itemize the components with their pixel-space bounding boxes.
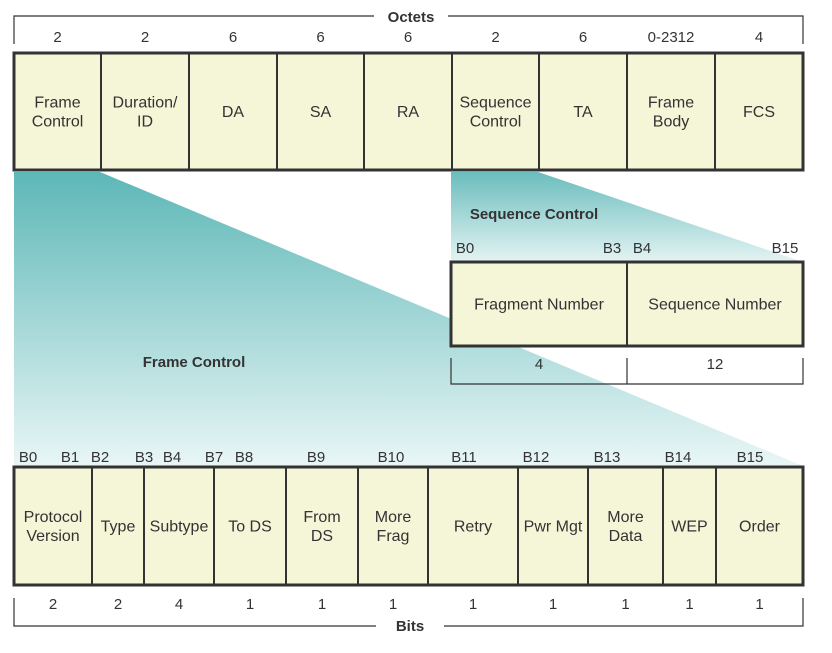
sequence-control-size-bracket bbox=[450, 358, 804, 385]
frame-control-bit-label: B3 bbox=[135, 449, 153, 466]
frame-control-field-type: Type bbox=[101, 519, 136, 536]
frame-control-bit-label: B14 bbox=[665, 449, 692, 466]
frame-row-border bbox=[12, 51, 805, 172]
octet-size-label: 6 bbox=[579, 29, 587, 46]
frame-control-size-label: 1 bbox=[755, 596, 763, 613]
frame-control-bit-label: B7 bbox=[205, 449, 223, 466]
frame-row-background bbox=[14, 53, 803, 170]
frame-control-bit-label: B8 bbox=[235, 449, 253, 466]
sequence-control-field-fragment-number: Fragment Number bbox=[474, 297, 604, 314]
sequence-control-fields: Fragment Number Sequence Number bbox=[449, 260, 805, 348]
bits-footer: Bits bbox=[13, 598, 804, 635]
frame-control-expansion-fan bbox=[14, 172, 803, 466]
sequence-control-bit-label: B4 bbox=[633, 240, 651, 257]
frame-control-bit-label: B12 bbox=[523, 449, 550, 466]
frame-control-field-to-ds: To DS bbox=[228, 519, 272, 536]
frame-control-bit-labels: B0 B1 B2 B3 B4 B7 B8 B9 B10 B11 B12 B13 B14 B15 bbox=[19, 449, 764, 466]
sequence-control-bit-labels: B0 B3 B4 B15 bbox=[456, 240, 799, 257]
frame-control-bit-label: B11 bbox=[451, 449, 477, 466]
sequence-control-expansion-fan bbox=[451, 172, 803, 262]
sequence-control-bit-label: B3 bbox=[603, 240, 621, 257]
frame-control-size-label: 4 bbox=[175, 596, 183, 613]
sequence-control-size-labels: 4 12 bbox=[450, 356, 804, 385]
frame-control-size-label: 1 bbox=[246, 596, 254, 613]
sequence-control-row-border bbox=[449, 260, 805, 348]
frame-control-size-label: 2 bbox=[49, 596, 57, 613]
frame-control-bit-label: B4 bbox=[163, 449, 181, 466]
frame-control-size-labels: 2 2 4 1 1 1 1 1 1 1 1 bbox=[49, 596, 764, 613]
frame-control-size-label: 1 bbox=[389, 596, 397, 613]
octet-size-label: 6 bbox=[404, 29, 412, 46]
frame-control-size-label: 1 bbox=[621, 596, 629, 613]
octet-size-label: 6 bbox=[229, 29, 237, 46]
frame-control-bit-label: B10 bbox=[378, 449, 405, 466]
octet-size-label: 4 bbox=[755, 29, 763, 46]
frame-control-field-pwr-mgt: Pwr Mgt bbox=[524, 519, 583, 536]
frame-control-bit-label: B0 bbox=[19, 449, 37, 466]
sequence-control-bit-label: B0 bbox=[456, 240, 474, 257]
frame-control-field-wep: WEP bbox=[671, 519, 707, 536]
frame-field-ta: TA bbox=[573, 104, 593, 121]
frame-control-title: Frame Control bbox=[143, 354, 246, 371]
frame-control-bit-label: B13 bbox=[594, 449, 621, 466]
frame-control-row-background bbox=[14, 467, 803, 585]
octets-header: Octets bbox=[13, 9, 804, 44]
octet-size-labels: 2 2 6 6 6 2 6 0-2312 4 bbox=[53, 29, 763, 46]
frame-control-field-subtype: Subtype bbox=[150, 519, 209, 536]
octet-size-label: 2 bbox=[491, 29, 499, 46]
frame-control-size-label: 1 bbox=[318, 596, 326, 613]
frame-control-bit-label: B1 bbox=[61, 449, 79, 466]
sequence-control-field-sequence-number: Sequence Number bbox=[648, 297, 782, 314]
frame-control-bit-label: B15 bbox=[737, 449, 764, 466]
frame-field-duration-id: Duration/ID bbox=[113, 95, 178, 131]
frame-control-bit-label: B9 bbox=[307, 449, 325, 466]
octets-title: Octets bbox=[388, 9, 435, 26]
frame-field-sa: SA bbox=[310, 104, 332, 121]
sequence-control-size-label: 4 bbox=[535, 356, 543, 373]
frame-field-fcs: FCS bbox=[743, 104, 775, 121]
frame-control-size-label: 1 bbox=[549, 596, 557, 613]
octet-size-label: 2 bbox=[53, 29, 61, 46]
frame-control-field-retry: Retry bbox=[454, 519, 492, 536]
sequence-control-bit-label: B15 bbox=[772, 240, 799, 257]
frame-field-da: DA bbox=[222, 104, 245, 121]
frame-control-size-label: 2 bbox=[114, 596, 122, 613]
bits-title: Bits bbox=[396, 618, 424, 635]
frame-control-size-label: 1 bbox=[685, 596, 693, 613]
sequence-control-title: Sequence Control bbox=[470, 206, 598, 223]
frame-field-ra: RA bbox=[397, 104, 420, 121]
octet-size-label: 6 bbox=[316, 29, 324, 46]
frame-control-size-label: 1 bbox=[469, 596, 477, 613]
octet-size-label: 0-2312 bbox=[648, 29, 695, 46]
frame-control-bit-label: B2 bbox=[91, 449, 109, 466]
frame-control-field-order: Order bbox=[739, 519, 781, 536]
sequence-control-size-label: 12 bbox=[707, 356, 724, 373]
frame-control-row-border bbox=[12, 465, 805, 587]
octet-size-label: 2 bbox=[141, 29, 149, 46]
